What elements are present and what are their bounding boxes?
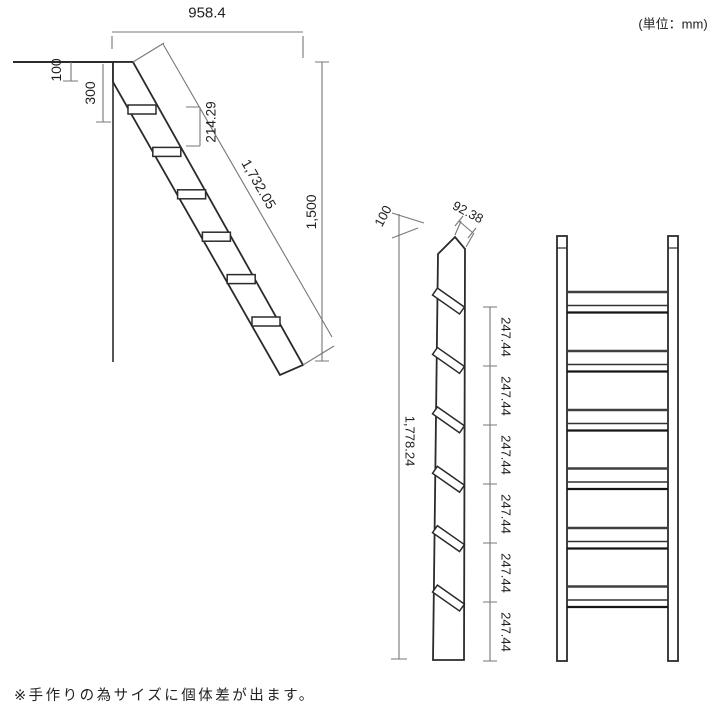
dim-step-pitch-label: 214.29 [203, 101, 219, 143]
dim-spacing-label: 247.44 [498, 493, 514, 534]
side-view-dimensions [63, 31, 335, 366]
tread-slot [431, 287, 466, 316]
dim-notch-depth-line [63, 62, 78, 82]
side-view [13, 31, 335, 377]
tread-slot [431, 465, 466, 494]
dim-spacing-label: 247.44 [498, 316, 514, 357]
tread-slot [431, 524, 466, 553]
rail-piece-dimensions [391, 212, 497, 662]
dim-spacing-label: 247.44 [498, 375, 514, 416]
front-rungs [567, 290, 668, 609]
dim-top-cut-ticks [391, 212, 425, 239]
tread [176, 189, 207, 200]
tread [226, 273, 256, 285]
dim-top-width-line [111, 31, 304, 58]
dim-total-length-line [391, 214, 407, 660]
tread-slot [431, 584, 466, 613]
dim-ladder-length-line [132, 42, 335, 366]
dim-spacing-label: 247.44 [498, 552, 514, 593]
tread-slots [431, 287, 466, 613]
dim-spacing-label: 247.44 [498, 434, 514, 475]
dim-height-line [315, 61, 329, 362]
dim-step-pitch-line [186, 106, 201, 147]
front-left-rail [556, 235, 568, 662]
tread [201, 231, 232, 242]
dim-wall-offset-label: 300 [82, 81, 98, 105]
front-right-rail [667, 235, 679, 662]
treads-side [127, 104, 281, 327]
tread [127, 104, 157, 115]
rail-piece-view [391, 212, 497, 662]
dim-spacing-label: 247.44 [498, 611, 514, 652]
tread [152, 146, 182, 158]
unit-note: (単位：mm) [638, 16, 708, 32]
rail-outline-side [112, 61, 305, 377]
dim-spacing-chain-line [483, 306, 497, 662]
tread-slot [431, 346, 466, 375]
front-view [556, 235, 679, 662]
dim-wall-offset-line [96, 64, 111, 123]
dim-total-length-label: 1,778.24 [402, 415, 418, 467]
dim-top-edge-line [454, 215, 477, 248]
dim-height-label: 1,500 [303, 194, 319, 230]
handmade-disclaimer-note: ※手作りの為サイズに個体差が出ます。 [14, 688, 316, 704]
tread-slot [431, 405, 466, 434]
dim-top-width-label: 958.4 [188, 4, 226, 22]
dim-notch-depth-label: 100 [48, 58, 64, 82]
tread [251, 316, 281, 327]
